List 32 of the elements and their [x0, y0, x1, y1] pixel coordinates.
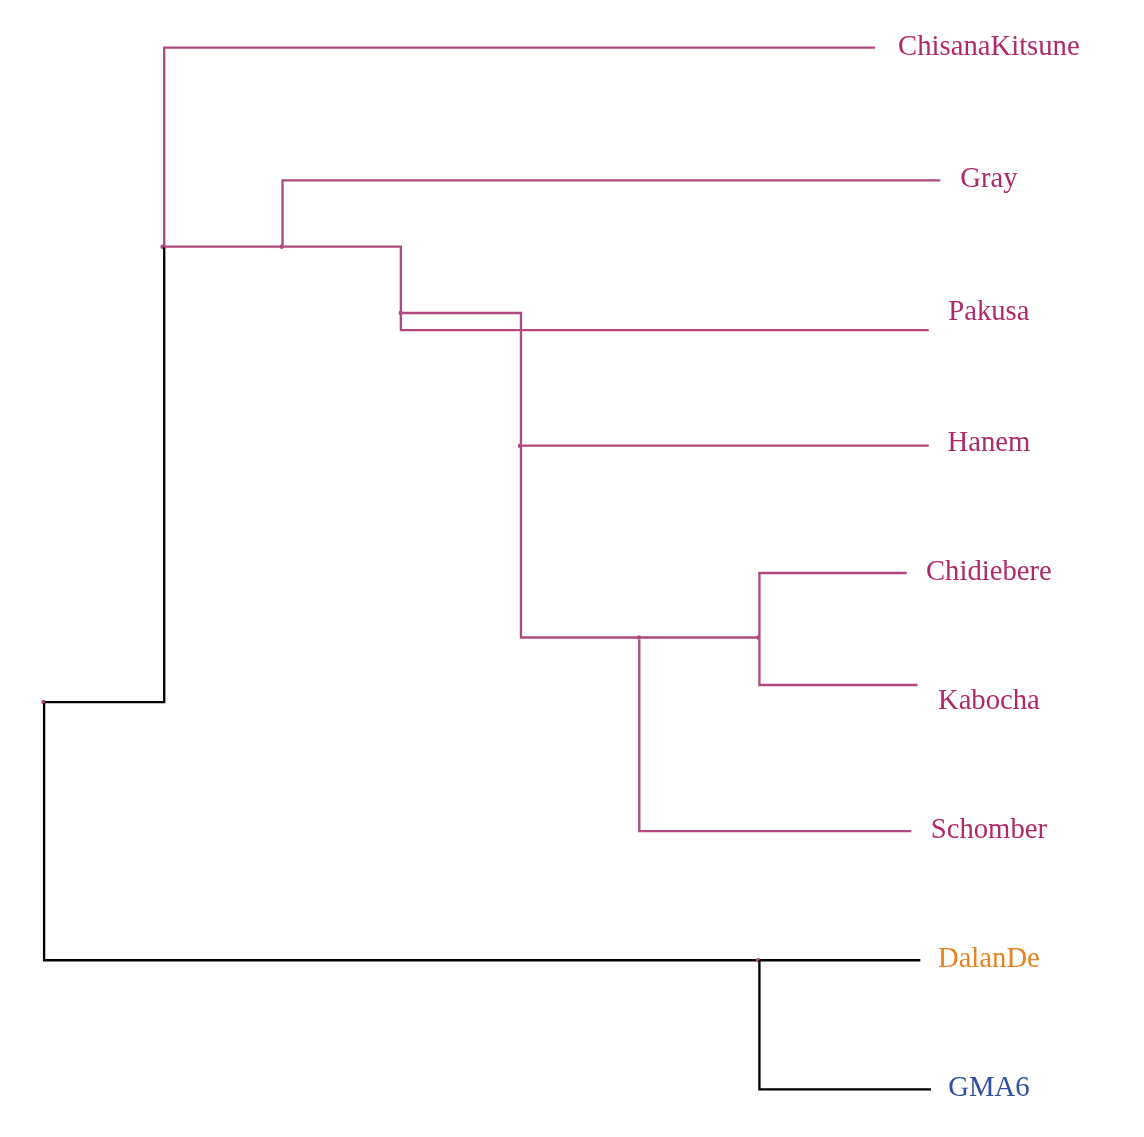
connector — [758, 960, 931, 1091]
connector — [519, 446, 638, 639]
node-text: ChisanaKitsune — [898, 28, 1080, 61]
node-point — [160, 244, 165, 249]
node-point — [755, 958, 761, 963]
connector — [638, 639, 912, 833]
node-text: GMA6 — [948, 1070, 1030, 1103]
node-point — [755, 635, 761, 640]
connector — [163, 245, 280, 248]
node-text: Kabocha — [937, 682, 1040, 715]
node-point — [636, 635, 642, 640]
connector — [399, 314, 929, 332]
connector — [283, 245, 403, 312]
node-text: Gray — [960, 161, 1018, 194]
connector — [42, 703, 757, 962]
node-point — [279, 244, 284, 249]
node-point — [41, 699, 46, 705]
connector — [758, 571, 907, 638]
connector — [759, 959, 921, 962]
connector — [640, 636, 757, 639]
node-text: Schomber — [930, 811, 1048, 844]
connector — [281, 179, 941, 246]
node-text: Chidiebere — [925, 553, 1052, 586]
node-text: Pakusa — [948, 293, 1030, 326]
node-point — [398, 310, 403, 316]
node-text: DalanDe — [937, 941, 1040, 974]
connector — [402, 311, 523, 445]
connector — [521, 444, 929, 447]
connector — [163, 46, 876, 247]
node-text: Hanem — [947, 424, 1031, 457]
node-point — [517, 443, 523, 448]
connector — [758, 637, 918, 687]
